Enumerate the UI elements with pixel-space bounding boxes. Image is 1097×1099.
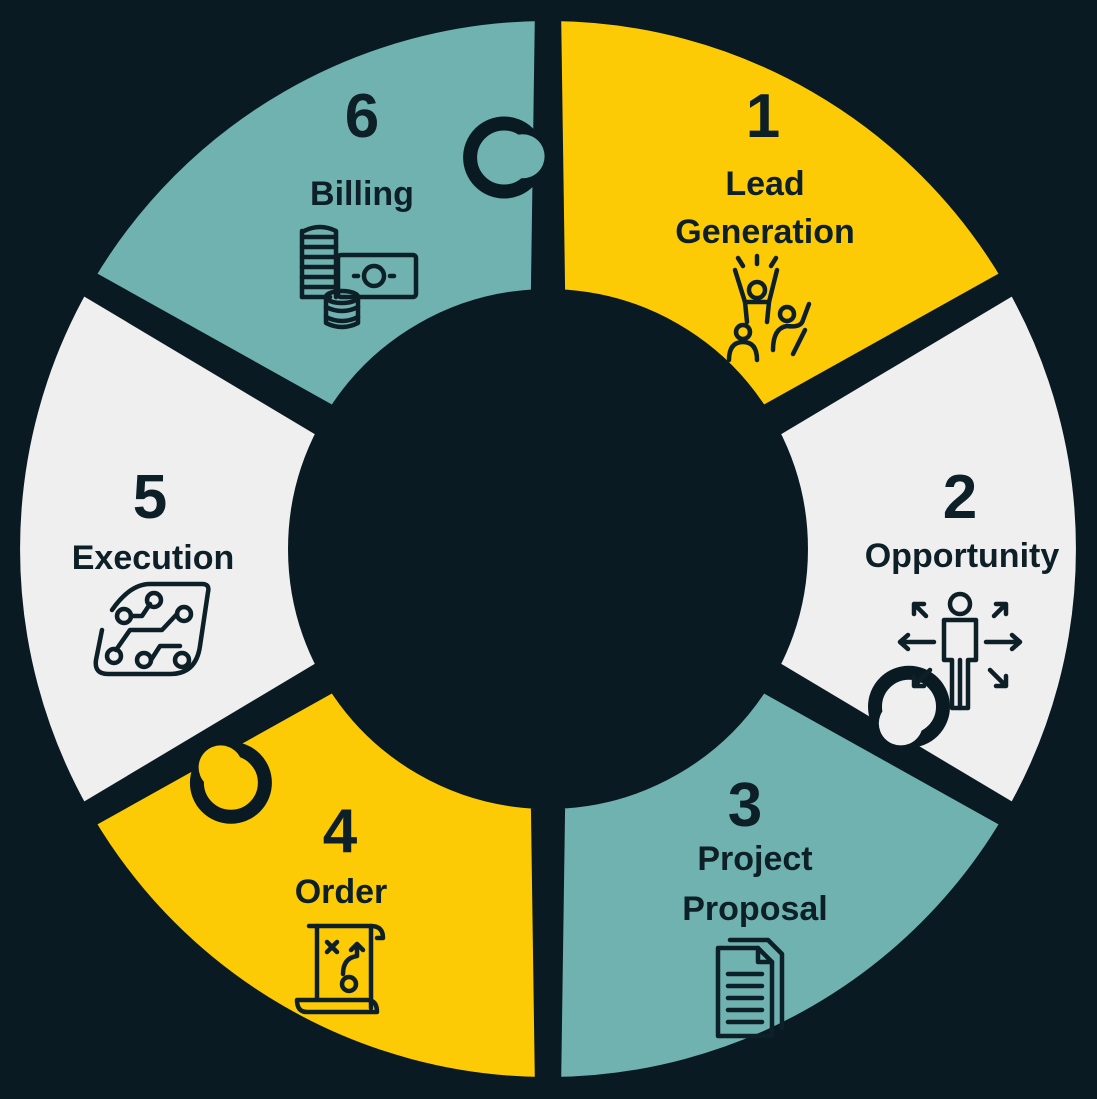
step-4-label-line-1: Order [295, 873, 388, 911]
step-3-label-line-2: Proposal [682, 890, 827, 928]
step-6: 6 Billing [310, 82, 414, 213]
documents-icon [715, 937, 785, 1039]
step-1: 1 Lead Generation [675, 82, 854, 251]
step-3-number: 3 [728, 771, 762, 840]
puzzle-piece-5 [4, 277, 334, 821]
step-3-label-line-1: Project [697, 840, 812, 878]
puzzle-neck-2 [878, 701, 923, 746]
person-arrows-icon [897, 591, 1023, 711]
puzzle-piece-3 [545, 674, 1018, 1093]
step-1-label-line-1: Lead [725, 165, 804, 203]
step-5: 5 Execution [72, 463, 234, 577]
puzzle-piece-6 [78, 5, 551, 424]
step-1-label-line-2: Generation [675, 213, 854, 251]
puzzle-neck-6 [500, 134, 545, 179]
step-6-label-line-1: Billing [310, 175, 414, 213]
coins-banknote-icon [299, 224, 419, 330]
celebrating-people-icon [726, 253, 812, 363]
step-5-label-line-1: Execution [72, 539, 234, 577]
step-3: 3 Project Proposal [682, 771, 827, 928]
step-icons [93, 224, 1023, 1039]
step-4-number: 4 [323, 797, 358, 866]
circuit-icon [93, 581, 211, 677]
puzzle-neck-4 [198, 745, 243, 790]
strategy-scroll-icon [294, 923, 386, 1015]
step-2-number: 2 [943, 463, 977, 532]
puzzle-piece-1 [545, 5, 1018, 424]
step-1-number: 1 [746, 82, 780, 151]
step-2-label-line-1: Opportunity [865, 537, 1060, 575]
step-6-number: 6 [345, 82, 379, 151]
step-5-number: 5 [133, 463, 167, 532]
step-2: 2 Opportunity [865, 463, 1060, 575]
step-4: 4 Order [295, 797, 388, 911]
step-labels: 1 Lead Generation 2 Opportunity 3 Projec… [72, 82, 1060, 928]
